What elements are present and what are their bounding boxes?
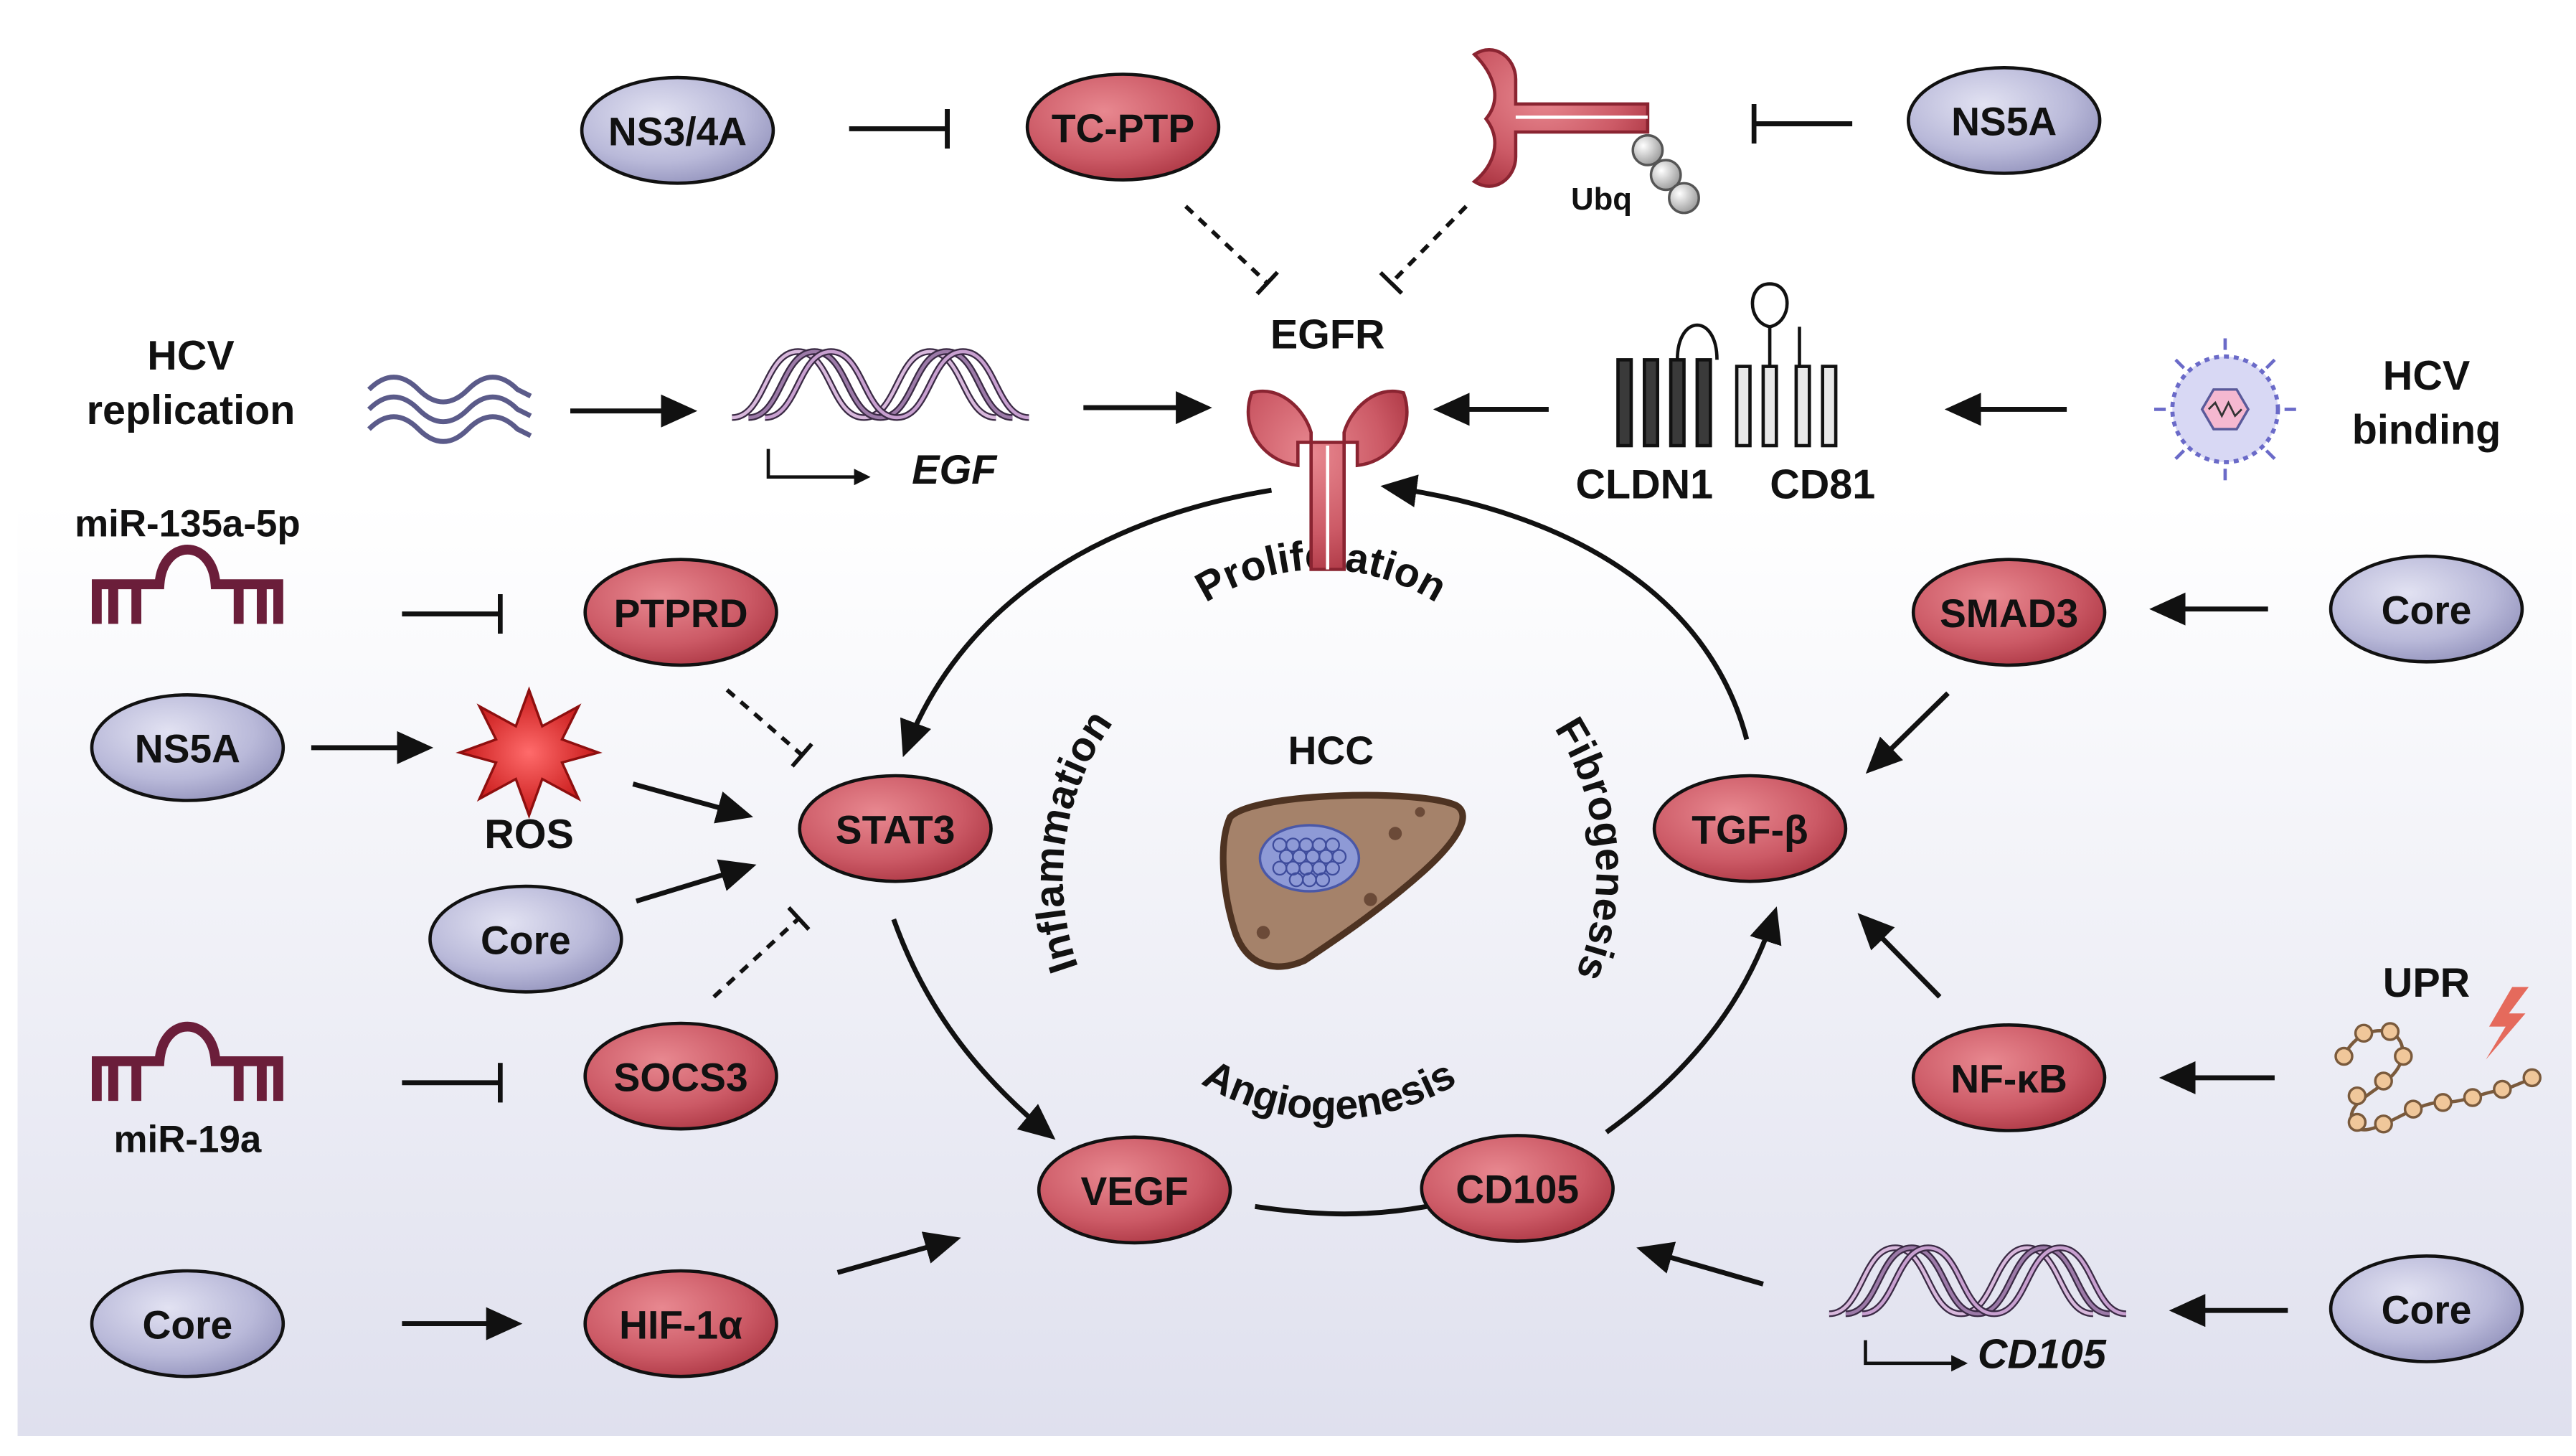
background-panel (17, 0, 2572, 1436)
cd105-gene-label: CD105 (1978, 1332, 2107, 1378)
cldn1-icon (1616, 323, 1719, 448)
cldn1-cd81-receptors: CLDN1 CD81 (1575, 282, 1875, 508)
cd81-icon (1735, 282, 1838, 448)
socs3-inhibits-stat3 (712, 906, 811, 999)
ros-label: ROS (484, 812, 574, 858)
node-label: STAT3 (836, 807, 956, 852)
egf-gene-label: EGF (912, 447, 998, 493)
ubiquitinated-egfr: Ubq (1471, 48, 1700, 217)
ubiquitin-ball-icon (1631, 133, 1664, 166)
node-smad3: SMAD3 (1911, 558, 2107, 667)
node-label: SMAD3 (1940, 591, 2078, 636)
egfr-receptor: EGFR (1246, 311, 1409, 571)
node-ptprd: PTPRD (583, 558, 778, 667)
cd105-to-tgfb-arrow (1605, 906, 1782, 1135)
node-label: CD105 (1456, 1168, 1579, 1212)
unfolded-protein-icon (2334, 1022, 2542, 1134)
ubq-label: Ubq (1571, 182, 1632, 217)
stress-lightning-icon (2486, 987, 2529, 1060)
node-ns3-4a: NS3/4A (580, 75, 775, 185)
node-ns5a-left: NS5A (90, 692, 286, 802)
ubiquitin-ball-icon (1668, 182, 1700, 215)
cd105-gene-to-cd105-arrow (1636, 1241, 1764, 1287)
node-tc-ptp: TC-PTP (1025, 72, 1221, 182)
node-core-right-mid: Core (2329, 554, 2524, 664)
hcv-replication-label-line2: replication (87, 388, 296, 433)
node-label: SOCS3 (614, 1055, 748, 1099)
node-ns5a-top: NS5A (1907, 65, 2102, 175)
node-label: Core (481, 918, 571, 962)
cd105-transcription-arrow (1864, 1340, 1968, 1372)
node-socs3: SOCS3 (583, 1021, 778, 1131)
node-nf-kb: NF-κB (1911, 1023, 2107, 1132)
ros-to-stat3-arrow (632, 781, 753, 824)
hcc-label: HCC (1288, 728, 1374, 773)
hcv-replication-label-line1: HCV (147, 333, 234, 379)
node-core-left-bottom: Core (90, 1269, 286, 1378)
cldn1-label: CLDN1 (1575, 462, 1713, 508)
tgfb-to-egfr-arrow (1380, 474, 1750, 741)
hif1a-to-vegf-arrow (836, 1231, 961, 1275)
hcc-liver: HCC (1219, 728, 1466, 970)
egf-transcription-arrow (766, 448, 871, 486)
hcv-rna-icon (367, 375, 532, 444)
core-to-stat3-arrow (635, 859, 757, 904)
tumor-cells (1258, 824, 1361, 893)
hcv-binding-label-line2: binding (2352, 408, 2501, 454)
node-label: TGF-β (1692, 807, 1808, 852)
node-hif-1a: HIF-1α (583, 1269, 778, 1378)
stat3-to-vegf-arrow (891, 918, 1056, 1140)
node-core-left-mid: Core (428, 884, 623, 994)
node-cd105: CD105 (1420, 1134, 1615, 1243)
node-label: NS3/4A (608, 109, 747, 154)
egfr-to-stat3-arrow (900, 487, 1273, 758)
node-label: HIF-1α (619, 1302, 742, 1347)
smad3-to-tgfb-arrow (1865, 691, 1950, 774)
node-label: VEGF (1080, 1169, 1188, 1213)
upr-label: UPR (2383, 960, 2470, 1006)
node-label: PTPRD (614, 591, 748, 636)
node-label: Core (2382, 1288, 2472, 1333)
node-stat3: STAT3 (798, 774, 993, 883)
cd81-label: CD81 (1770, 462, 1875, 508)
nfkb-to-tgfb-arrow (1857, 913, 1942, 999)
node-label: TC-PTP (1052, 106, 1194, 151)
hcv-binding-label-line1: HCV (2383, 353, 2470, 399)
mir135a-label: miR-135a-5p (75, 503, 301, 545)
mir19a-label: miR-19a (114, 1118, 262, 1160)
node-label: Core (143, 1302, 233, 1347)
vegf-cd105-link (1254, 1203, 1428, 1217)
central-cycle (891, 474, 1782, 1217)
ros-star-icon (456, 686, 603, 819)
node-label: Core (2382, 588, 2472, 632)
node-label: NS5A (135, 727, 240, 771)
ubiquitin-ball-icon (1649, 159, 1682, 192)
node-label: NS5A (1951, 100, 2057, 144)
node-tgf-b: TGF-β (1652, 774, 1848, 883)
node-vegf: VEGF (1037, 1135, 1232, 1245)
node-core-right-bottom: Core (2329, 1254, 2524, 1363)
egfr-label: EGFR (1270, 311, 1385, 357)
node-label: NF-κB (1950, 1057, 2067, 1102)
tcptp-inhibits-egfr (1184, 205, 1279, 296)
hcv-virion-icon (2153, 338, 2296, 481)
